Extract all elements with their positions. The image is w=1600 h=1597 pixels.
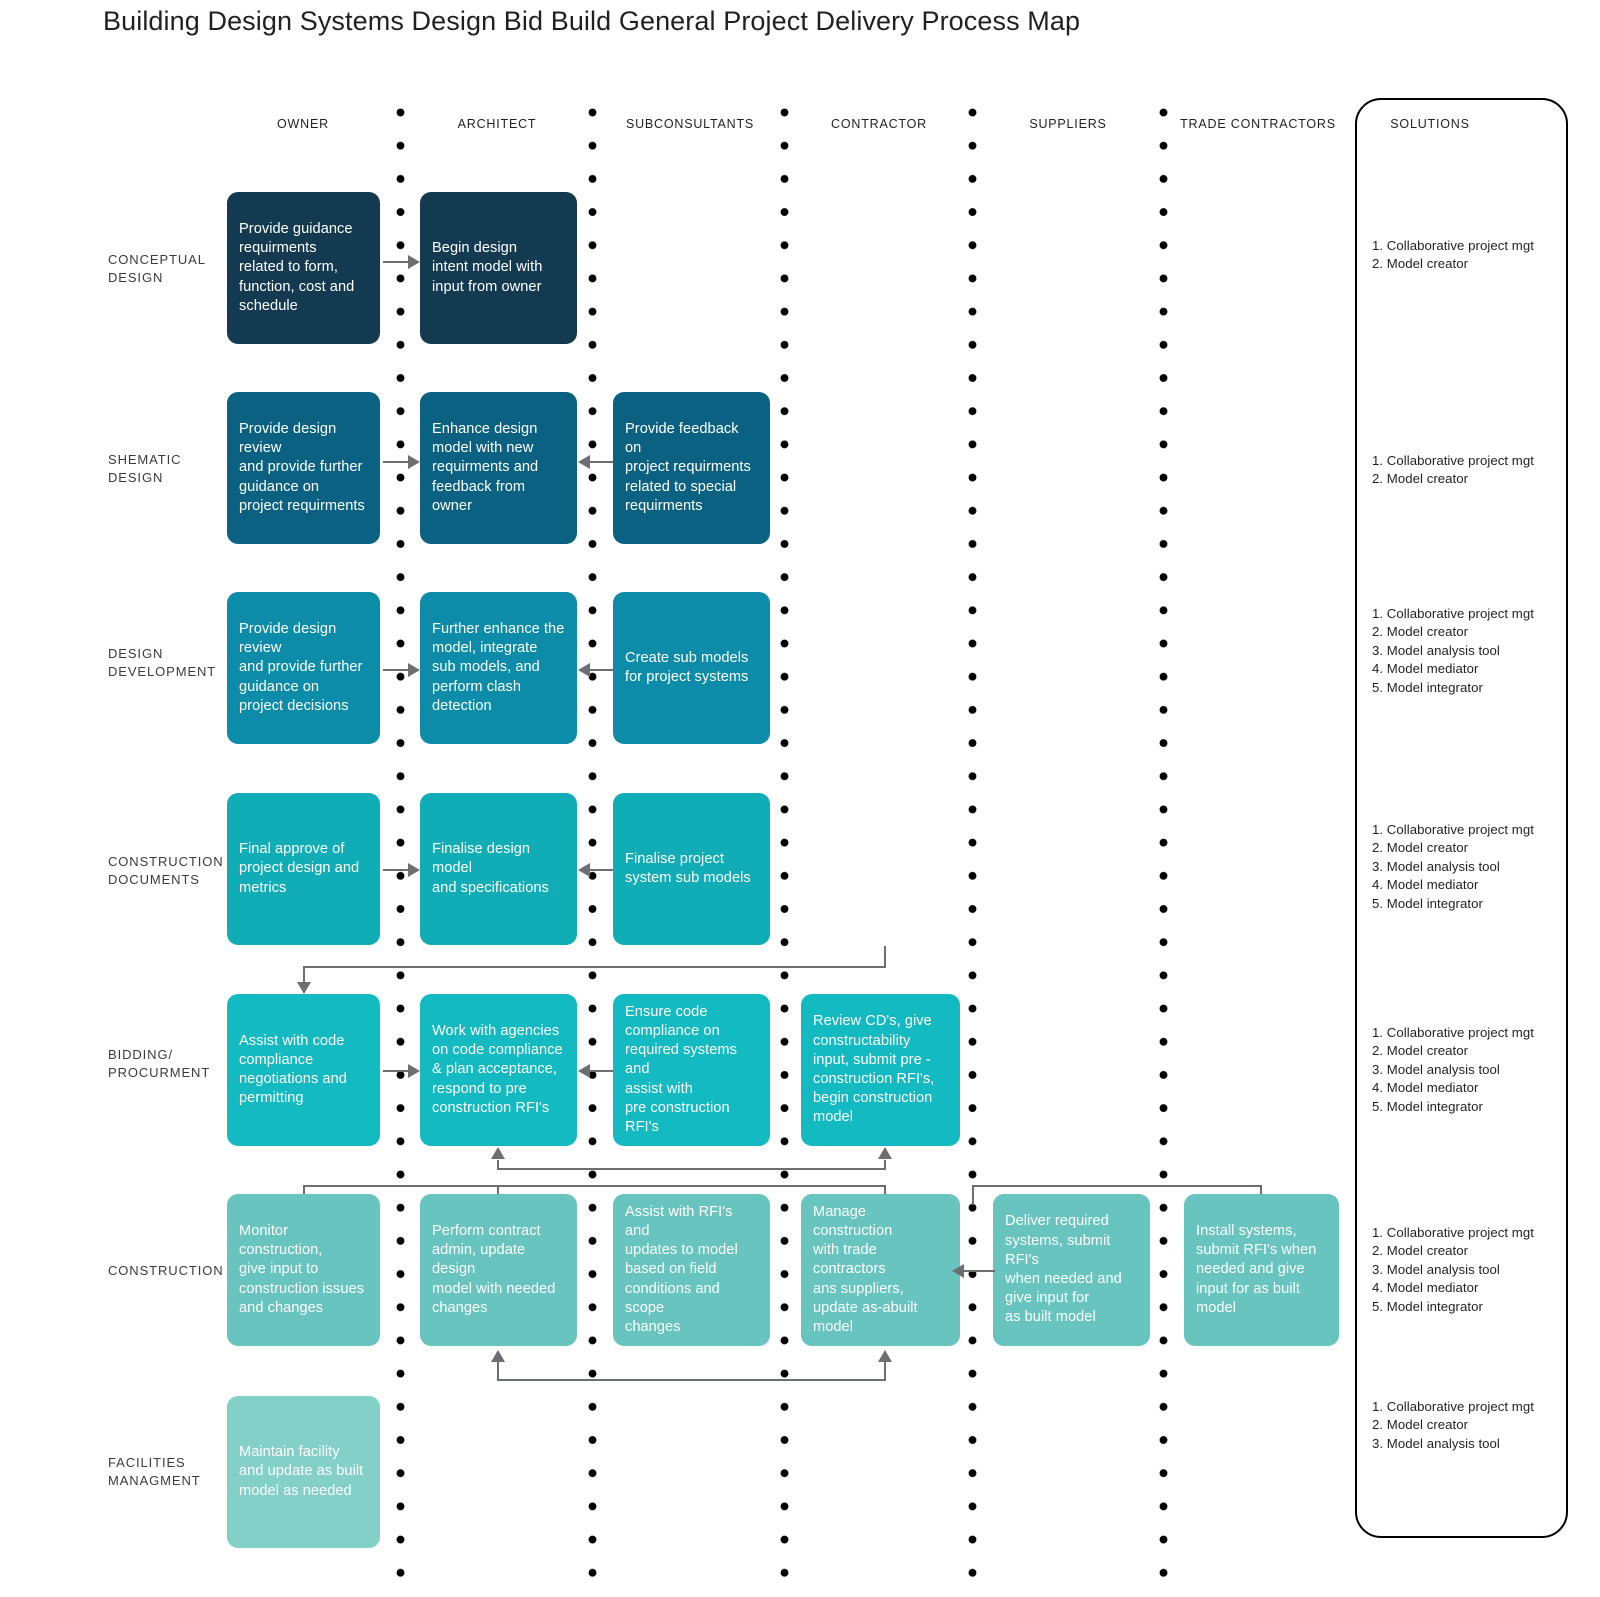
process-box-construction-subconsultants[interactable]: Assist with RFI's and updates to model b… <box>613 1194 770 1346</box>
process-box-cd-subconsultants[interactable]: Finalise project system sub models <box>613 793 770 945</box>
page-title: Building Design Systems Design Bid Build… <box>103 6 1081 36</box>
connector-schematic-owner-to-architect <box>383 461 411 463</box>
connector-loop-lower-horizontal <box>303 1185 886 1187</box>
arrowhead-cd-to-architect <box>408 863 420 877</box>
connector-schematic-subconsultants-to-architect <box>589 461 613 463</box>
connector-cd-subconsultants-to-architect <box>589 869 613 871</box>
connector-trade-bracket-horizontal <box>972 1185 1262 1187</box>
process-box-schematic-architect[interactable]: Enhance design model with new requirment… <box>420 392 577 544</box>
connector-loop-owner-drop <box>303 966 305 986</box>
arrowhead-schematic-to-architect <box>408 455 420 469</box>
arrowhead-designdev-to-architect <box>408 663 420 677</box>
solutions-list-construction-documents: 1. Collaborative project mgt 2. Model cr… <box>1372 822 1534 911</box>
connector-cd-owner-to-architect <box>383 869 411 871</box>
arrowhead-bidding-to-architect-left <box>578 1064 590 1078</box>
process-box-bidding-contractor[interactable]: Review CD's, give constructability input… <box>801 994 960 1146</box>
solutions-list-schematic-design: 1. Collaborative project mgt 2. Model cr… <box>1372 453 1534 487</box>
connector-bidding-subconsultants-to-architect <box>589 1070 613 1072</box>
process-box-designdev-subconsultants[interactable]: Create sub models for project systems <box>613 592 770 744</box>
arrowhead-loop-bottom-into-contractor <box>878 1350 892 1362</box>
connector-loop-upper-architect-riser <box>497 1160 499 1170</box>
process-box-bidding-architect[interactable]: Work with agencies on code compliance & … <box>420 994 577 1146</box>
process-box-conceptual-architect[interactable]: Begin design intent model with input fro… <box>420 192 577 344</box>
connector-loop-bottom-horizontal <box>497 1379 885 1381</box>
process-box-bidding-owner[interactable]: Assist with code compliance negotiations… <box>227 994 380 1146</box>
column-divider-5 <box>1159 108 1168 1588</box>
arrowhead-loop-into-owner-bidding <box>297 982 311 994</box>
column-header-solutions: SOLUTIONS <box>1390 117 1470 131</box>
column-divider-2 <box>588 108 597 1588</box>
connector-designdev-subconsultants-to-architect <box>589 669 613 671</box>
solutions-list-conceptual-design: 1. Collaborative project mgt 2. Model cr… <box>1372 238 1534 272</box>
arrowhead-loop-upper-into-contractor <box>878 1147 892 1159</box>
row-label-construction: CONSTRUCTION <box>108 1263 224 1278</box>
connector-bidding-owner-to-architect <box>383 1070 411 1072</box>
connector-loop-lower-owner-drop <box>303 1185 305 1202</box>
row-label-schematic-design: SHEMATIC DESIGN <box>108 452 182 485</box>
connector-designdev-owner-to-architect <box>383 669 411 671</box>
process-box-construction-suppliers[interactable]: Deliver required systems, submit RFI's w… <box>993 1194 1150 1346</box>
row-label-facilities-management: FACILITIES MANAGMENT <box>108 1455 201 1488</box>
column-header-subconsultants: SUBCONSULTANTS <box>625 117 755 131</box>
process-box-cd-owner[interactable]: Final approve of project design and metr… <box>227 793 380 945</box>
column-divider-4 <box>968 108 977 1588</box>
process-box-designdev-architect[interactable]: Further enhance the model, integrate sub… <box>420 592 577 744</box>
column-header-contractor: CONTRACTOR <box>831 117 927 131</box>
connector-loop-lower-architect-drop <box>497 1185 499 1202</box>
solutions-list-bidding-procurement: 1. Collaborative project mgt 2. Model cr… <box>1372 1025 1534 1114</box>
connector-construction-suppliers-to-contractor <box>963 1270 995 1272</box>
column-header-architect: ARCHITECT <box>457 117 537 131</box>
column-divider-1 <box>396 108 405 1588</box>
solutions-list-facilities-management: 1. Collaborative project mgt 2. Model cr… <box>1372 1399 1534 1451</box>
column-header-owner: OWNER <box>277 117 329 131</box>
process-box-designdev-owner[interactable]: Provide design review and provide furthe… <box>227 592 380 744</box>
row-label-construction-documents: CONSTRUCTION DOCUMENTS <box>108 854 224 887</box>
column-header-trade-contractors: TRADE CONTRACTORS <box>1180 117 1336 131</box>
connector-loop-upper-contractor-riser <box>884 1160 886 1170</box>
connector-loop-contractor-riser <box>884 946 886 968</box>
column-divider-3 <box>780 108 789 1588</box>
connector-loop-upper-horizontal <box>497 1168 885 1170</box>
process-box-conceptual-owner[interactable]: Provide guidance requirments related to … <box>227 192 380 344</box>
arrowhead-loop-bottom-into-architect <box>491 1350 505 1362</box>
connector-loop-bottom-contractor-riser <box>884 1362 886 1381</box>
arrowhead-bidding-to-architect <box>408 1064 420 1078</box>
arrowhead-schematic-to-architect-left <box>578 455 590 469</box>
row-label-conceptual-design: CONCEPTUAL DESIGN <box>108 252 206 285</box>
arrowhead-construction-into-contractor <box>952 1264 964 1278</box>
process-box-construction-owner[interactable]: Monitor construction, give input to cons… <box>227 1194 380 1346</box>
process-box-construction-contractor[interactable]: Manage construction with trade contracto… <box>801 1194 960 1346</box>
column-header-suppliers: SUPPLIERS <box>1029 117 1107 131</box>
arrowhead-designdev-to-architect-left <box>578 663 590 677</box>
process-box-facilities-owner[interactable]: Maintain facility and update as built mo… <box>227 1396 380 1548</box>
solutions-list-design-development: 1. Collaborative project mgt 2. Model cr… <box>1372 606 1534 695</box>
arrowhead-loop-upper-into-architect <box>491 1147 505 1159</box>
process-box-schematic-subconsultants[interactable]: Provide feedback on project requirments … <box>613 392 770 544</box>
process-box-construction-architect[interactable]: Perform contract admin, update design mo… <box>420 1194 577 1346</box>
arrowhead-conceptual-to-architect <box>408 255 420 269</box>
arrowhead-cd-to-architect-left <box>578 863 590 877</box>
row-label-design-development: DESIGN DEVELOPMENT <box>108 646 217 679</box>
connector-conceptual-owner-to-architect <box>383 261 411 263</box>
process-box-cd-architect[interactable]: Finalise design model and specifications <box>420 793 577 945</box>
connector-loop-bottom-architect-riser <box>497 1362 499 1381</box>
process-box-construction-trade-contractors[interactable]: Install systems, submit RFI's when neede… <box>1184 1194 1339 1346</box>
process-box-bidding-subconsultants[interactable]: Ensure code compliance on required syste… <box>613 994 770 1146</box>
connector-loop-contractor-to-owner <box>303 966 886 968</box>
connector-trade-bracket-left-drop <box>972 1185 974 1205</box>
solutions-panel <box>1355 98 1568 1538</box>
process-box-schematic-owner[interactable]: Provide design review and provide furthe… <box>227 392 380 544</box>
row-label-bidding-procurement: BIDDING/ PROCURMENT <box>108 1047 211 1080</box>
solutions-list-construction: 1. Collaborative project mgt 2. Model cr… <box>1372 1225 1534 1314</box>
